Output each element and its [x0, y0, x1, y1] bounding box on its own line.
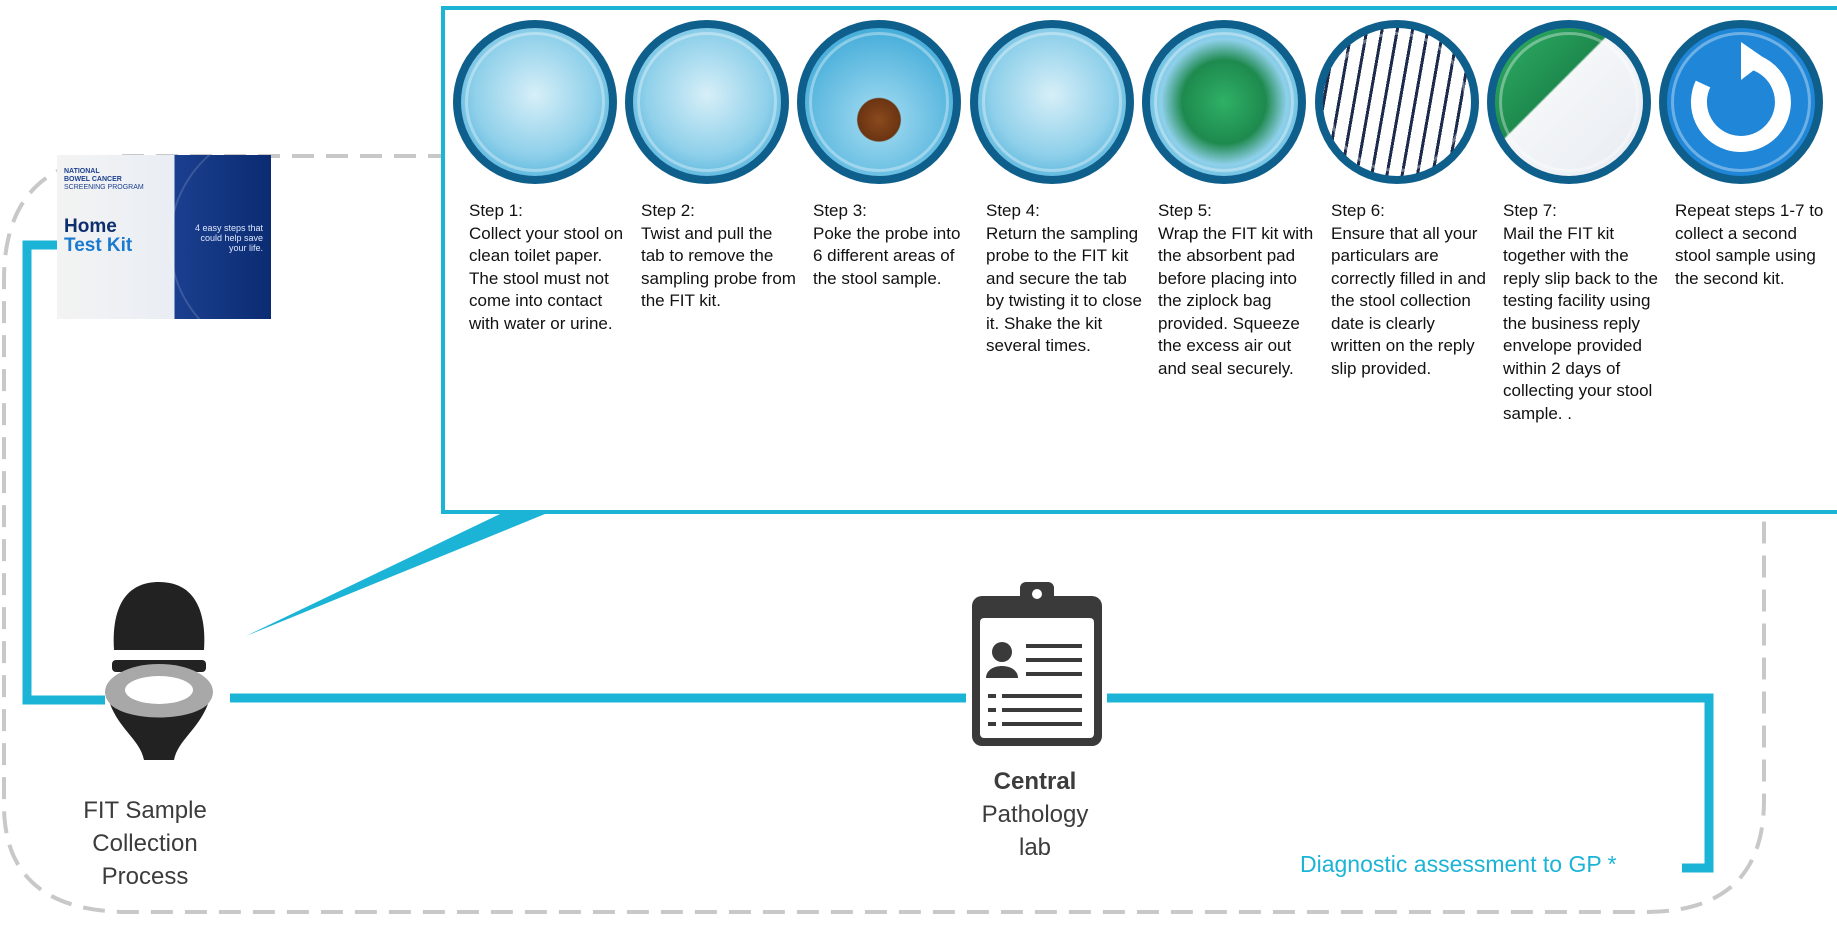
kit-org-line2: BOWEL CANCER — [64, 176, 122, 183]
step-title: Step 5: — [1158, 201, 1212, 220]
callout-wedge — [246, 514, 545, 636]
step-body: Twist and pull the tab to remove the sam… — [641, 223, 796, 311]
mail-envelope-icon — [1487, 20, 1651, 184]
clipboard-icon — [972, 582, 1102, 746]
step-body: Poke the probe into 6 different areas of… — [813, 223, 961, 288]
toilet-icon — [105, 582, 213, 760]
steps-panel: Step 1: Collect your stool on clean toile… — [441, 6, 1837, 514]
collection-line1: FIT Sample — [83, 797, 207, 824]
step-body: Ensure that all your particulars are cor… — [1331, 223, 1486, 378]
step-6: Step 6: Ensure that all your particulars … — [1315, 20, 1487, 380]
step-5: Step 5: Wrap the FIT kit with the absorbe… — [1142, 20, 1314, 380]
flow-line-right — [1107, 693, 1714, 873]
lab-line1: Central — [993, 768, 1077, 795]
step-body: Collect your stool on clean toilet paper… — [469, 223, 624, 333]
collection-line2: Collection — [92, 830, 198, 857]
step-body: Wrap the FIT kit with the absorbent pad … — [1158, 223, 1314, 378]
step-3: Step 3: Poke the probe into 6 different a… — [797, 20, 969, 290]
probe-tube-icon — [625, 20, 789, 184]
step-title: Step 4: — [986, 201, 1040, 220]
step-body: Return the sampling probe to the FIT kit… — [986, 223, 1142, 356]
repeat-arrow-icon — [1659, 20, 1823, 184]
kit-title: Home Test Kit — [64, 217, 132, 255]
step-title: Step 6: — [1331, 201, 1385, 220]
diagnostic-note: Diagnostic assessment to GP * — [1300, 851, 1617, 877]
step-2: Step 2: Twist and pull the tab to remove … — [625, 20, 797, 313]
flow-line — [22, 240, 105, 705]
step-title: Step 2: — [641, 201, 695, 220]
lab-line3: lab — [1018, 834, 1052, 861]
toilet-paper-icon — [453, 20, 617, 184]
step-body: Mail the FIT kit together with the reply… — [1503, 223, 1658, 423]
collection-caption: FIT Sample Collection Process — [55, 794, 235, 893]
kit-title-line1: Home — [64, 216, 117, 237]
lab-line2: Pathology — [981, 801, 1089, 828]
kit-decoration — [169, 155, 271, 319]
step-1: Step 1: Collect your stool on clean toile… — [453, 20, 625, 335]
kit-org-name: NATIONAL BOWEL CANCER SCREENING PROGRAM — [64, 168, 144, 192]
kit-tagline: 4 easy steps that could help save your l… — [194, 223, 263, 253]
step-repeat: Repeat steps 1-7 to collect a second sto… — [1659, 20, 1831, 290]
kit-title-line2: Test Kit — [64, 235, 133, 256]
kit-org-line3: SCREENING PROGRAM — [64, 184, 144, 191]
kit-org-line1: NATIONAL — [64, 168, 100, 175]
step-title: Step 7: — [1503, 201, 1557, 220]
step-4: Step 4: Return the sampling probe to the … — [970, 20, 1142, 358]
shake-kit-icon — [970, 20, 1134, 184]
dashed-outline — [1, 154, 1766, 914]
stool-sample-icon — [797, 20, 961, 184]
step-title: Step 3: — [813, 201, 867, 220]
ziplock-bag-icon — [1142, 20, 1306, 184]
lab-caption: Central Pathology lab — [945, 765, 1125, 864]
step-title: Step 1: — [469, 201, 523, 220]
step-body: Repeat steps 1-7 to collect a second sto… — [1675, 201, 1824, 288]
home-test-kit-image: NATIONAL BOWEL CANCER SCREENING PROGRAM … — [57, 155, 271, 319]
step-7: Step 7: Mail the FIT kit together with th… — [1487, 20, 1659, 425]
reply-slip-icon — [1315, 20, 1479, 184]
collection-line3: Process — [101, 863, 189, 890]
